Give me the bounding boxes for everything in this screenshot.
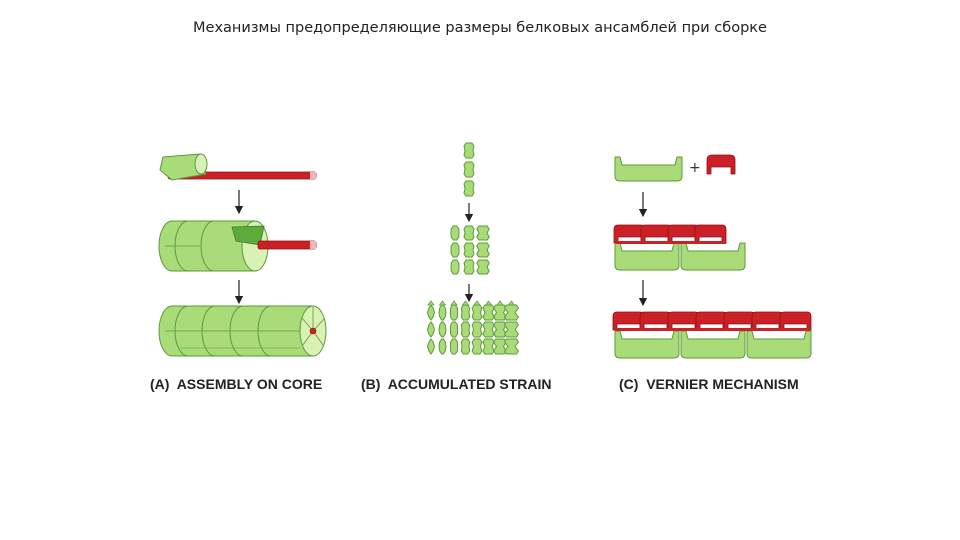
panel-a: (A) ASSEMBLY ON CORE — [150, 153, 327, 392]
subunit-face — [194, 153, 208, 175]
panel-a-label: (A) ASSEMBLY ON CORE — [150, 376, 322, 392]
strain-subunit — [450, 242, 460, 258]
panel-a-stage-1 — [159, 153, 317, 181]
strain-subunit — [482, 304, 495, 321]
core-rod-tip — [310, 172, 316, 179]
strain-subunit — [426, 321, 436, 338]
strain-subunit — [503, 321, 520, 338]
strain-subunit — [449, 304, 459, 321]
strain-subunit — [460, 338, 471, 355]
panel-a-stage-2 — [158, 220, 317, 272]
green-tray — [680, 242, 746, 271]
core-rod-tip — [310, 241, 316, 249]
strain-subunit-tip — [450, 300, 458, 306]
slide-title: Механизмы предопределяющие размеры белко… — [193, 20, 767, 36]
strain-subunit-tip — [507, 300, 516, 306]
strain-subunit-tip — [438, 300, 447, 306]
panel-a-stage-3 — [158, 305, 327, 357]
strain-subunit-tip — [473, 300, 481, 306]
strain-subunit — [476, 225, 490, 241]
red-clamp — [667, 311, 700, 331]
green-tray — [614, 242, 680, 271]
green-tray — [680, 330, 746, 359]
red-clamp — [640, 224, 673, 244]
red-clamp — [613, 224, 646, 244]
strain-subunit — [460, 304, 471, 321]
clamp-strip — [616, 241, 726, 244]
strain-subunit — [426, 338, 436, 355]
strain-subunit — [463, 180, 475, 197]
strain-subunit-tip — [484, 300, 493, 306]
strain-subunit-tip — [427, 300, 435, 306]
red-clamp — [612, 311, 645, 331]
green-tray — [614, 330, 680, 359]
strain-subunit — [460, 321, 471, 338]
strain-subunit — [471, 338, 483, 355]
red-clamp — [723, 311, 756, 331]
strain-subunit — [476, 259, 490, 275]
strain-subunit — [449, 338, 459, 355]
strain-subunit — [463, 242, 475, 258]
red-clamp — [667, 224, 700, 244]
panel-b-stage-1 — [463, 142, 475, 197]
panel-b-label: (B) ACCUMULATED STRAIN — [361, 376, 552, 392]
strain-subunit — [482, 338, 495, 355]
strain-subunit — [438, 304, 447, 321]
strain-subunit — [493, 338, 507, 355]
red-clamp — [706, 154, 736, 175]
clamp-strip — [615, 328, 810, 331]
subunit — [159, 153, 207, 181]
strain-subunit — [438, 321, 447, 338]
strain-subunit — [438, 338, 447, 355]
strain-subunit-tip — [461, 300, 470, 306]
strain-subunit — [476, 242, 490, 258]
red-clamp — [779, 311, 812, 331]
red-clamp — [639, 311, 672, 331]
panel-b-stage-2 — [450, 225, 490, 275]
strain-subunit — [482, 321, 495, 338]
panel-c-stage-2 — [613, 224, 746, 271]
strain-subunit-tip — [496, 300, 504, 306]
strain-subunit — [503, 338, 520, 355]
strain-subunit — [471, 304, 483, 321]
strain-subunit — [426, 304, 436, 321]
cylinder-body — [158, 220, 256, 272]
strain-subunit — [463, 225, 475, 241]
strain-subunit — [493, 321, 507, 338]
panel-b: (B) ACCUMULATED STRAIN — [361, 142, 552, 392]
strain-subunit — [503, 304, 520, 321]
panel-c: + (C) VERNIER MECHANISM — [612, 154, 812, 392]
green-tray — [746, 330, 812, 359]
strain-subunit — [471, 321, 483, 338]
core-rod — [257, 240, 317, 250]
core-cross-section — [309, 327, 317, 335]
strain-subunit — [463, 259, 475, 275]
red-clamp — [695, 311, 728, 331]
panel-b-stage-3 — [426, 300, 520, 355]
green-tray — [614, 156, 683, 182]
plus-sign: + — [689, 160, 701, 176]
panel-c-stage-1: + — [614, 154, 736, 182]
strain-subunit — [463, 161, 475, 178]
panel-c-stage-3 — [612, 311, 812, 359]
segment-line — [200, 220, 215, 272]
red-clamp — [751, 311, 784, 331]
strain-subunit — [463, 142, 475, 159]
strain-subunit — [450, 225, 460, 241]
strain-subunit — [493, 304, 507, 321]
strain-subunit — [450, 259, 460, 275]
panel-c-label: (C) VERNIER MECHANISM — [619, 376, 799, 392]
red-clamp — [694, 224, 727, 244]
strain-subunit — [449, 321, 459, 338]
